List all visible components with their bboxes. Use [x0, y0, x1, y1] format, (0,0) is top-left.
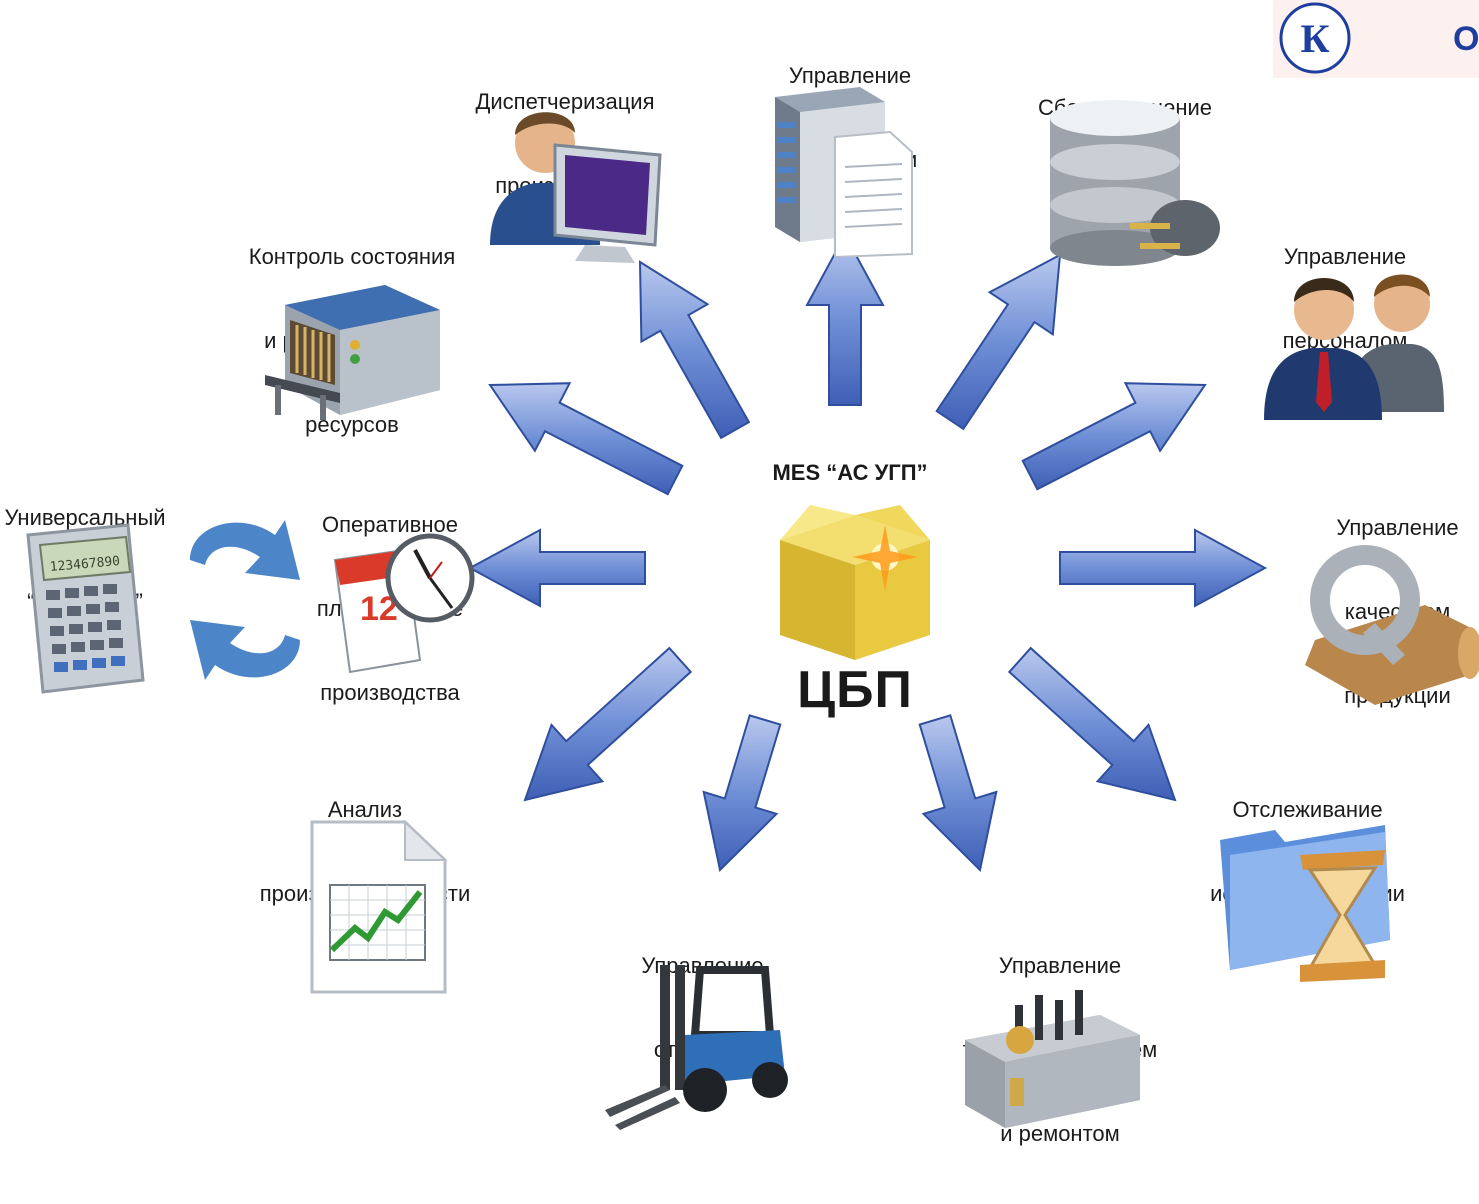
folder-hourglass-icon	[1220, 825, 1390, 982]
logo-text: ОА	[1453, 20, 1479, 58]
database-plug-icon	[1050, 100, 1220, 266]
label-quality: Управление качеством продукции	[1310, 458, 1479, 766]
chart-document-icon	[310, 820, 448, 994]
diagram-stage: К ОА MES “АС УГП” ЦБП Диспетчеризация пр…	[4, 0, 1479, 1146]
arrow-to-documents	[805, 232, 885, 406]
label-line: Диспетчеризация	[475, 89, 655, 114]
arrow-to-dispatch	[638, 260, 751, 440]
arrow-to-personnel	[1021, 382, 1207, 491]
label-line: Оперативное	[322, 512, 458, 537]
label-line: Управление	[1336, 515, 1459, 540]
box-star-icon	[780, 505, 930, 660]
label-line: производства	[320, 680, 460, 705]
label-line: Управление	[1283, 244, 1407, 269]
center-title: MES “АС УГП”	[772, 460, 928, 485]
arrow-to-maintenance	[918, 714, 998, 873]
arrow-to-data	[935, 253, 1062, 431]
logo-emblem-icon: К	[1279, 2, 1351, 74]
arrow-to-resources	[488, 382, 684, 496]
logo-letter: К	[1300, 16, 1329, 61]
forklift-icon	[605, 965, 788, 1130]
company-logo: К ОА	[1273, 0, 1479, 78]
label-line: Управление	[998, 953, 1122, 978]
calculator-icon: 123467890	[26, 523, 145, 694]
calendar-clock-icon: 12	[333, 533, 475, 674]
arrow-to-shipping	[702, 714, 782, 873]
conveyor-machine-icon	[265, 285, 440, 420]
arrows-layer	[467, 232, 1268, 873]
calculator-display: 123467890	[49, 554, 120, 575]
arrow-to-planning	[467, 528, 646, 608]
label-line: Универсальный	[4, 505, 166, 530]
label-line: Контроль состояния	[248, 244, 456, 269]
quality-q-icon	[1305, 545, 1479, 705]
label-line: Анализ	[327, 797, 403, 822]
operator-monitor-icon	[490, 112, 662, 263]
arrow-to-analysis	[523, 646, 693, 802]
server-document-icon	[775, 87, 913, 257]
center-code: ЦБП	[797, 661, 913, 719]
toolbox-icon	[965, 990, 1140, 1128]
swap-arrows-icon	[190, 520, 300, 680]
arrow-to-quality	[1059, 528, 1268, 608]
two-businessmen-icon	[1264, 274, 1444, 420]
label-line: Отслеживание	[1232, 797, 1383, 822]
arrow-to-history	[1007, 646, 1177, 802]
label-line: Управление	[788, 63, 912, 88]
